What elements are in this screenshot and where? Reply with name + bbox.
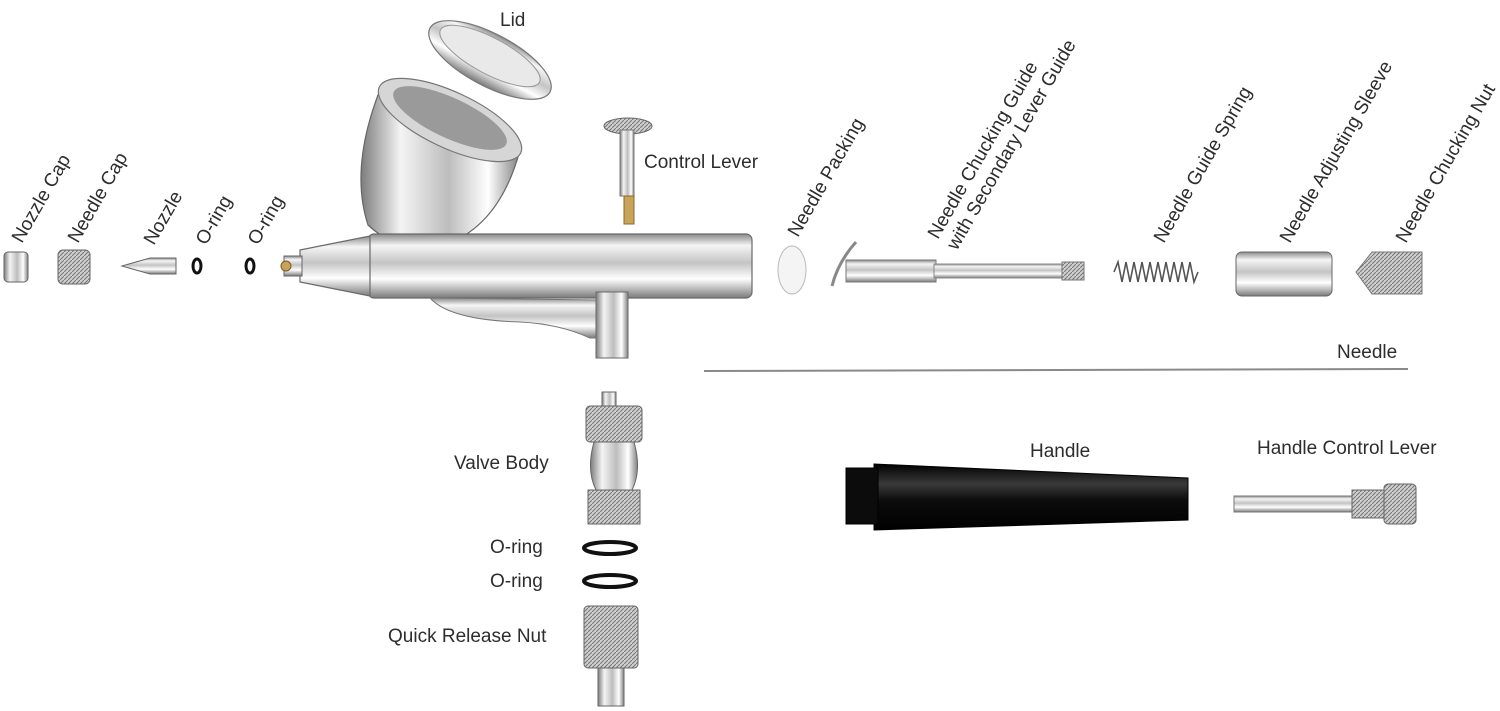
needle-packing-part — [778, 246, 806, 294]
label-lid: Lid — [500, 10, 525, 32]
label-oring-4: O-ring — [490, 571, 543, 593]
quick-release-nut-part — [584, 606, 638, 706]
label-control-lever: Control Lever — [644, 152, 758, 174]
needle-adjusting-sleeve-part — [1236, 252, 1332, 296]
needle-part — [704, 369, 1408, 371]
label-handle-control-lever: Handle Control Lever — [1257, 438, 1437, 460]
label-quick-release-nut: Quick Release Nut — [388, 626, 546, 648]
label-needle: Needle — [1337, 342, 1397, 364]
label-valve-body: Valve Body — [454, 453, 549, 475]
needle-cap-part — [58, 250, 90, 284]
oring-1-part — [193, 259, 201, 273]
handle-control-lever-part — [1234, 484, 1416, 524]
oring-4-part — [584, 575, 636, 587]
needle-chucking-nut-part — [1356, 252, 1422, 294]
nozzle-cap-part — [4, 252, 28, 282]
oring-3-part — [584, 542, 636, 554]
handle-part — [846, 464, 1188, 530]
nozzle-part — [122, 258, 176, 274]
needle-guide-spring-part — [1114, 262, 1198, 282]
airbrush-body-part — [281, 234, 752, 358]
label-oring-3: O-ring — [490, 537, 543, 559]
oring-2-part — [246, 259, 254, 273]
valve-body-part — [586, 392, 642, 524]
label-handle: Handle — [1030, 441, 1090, 463]
